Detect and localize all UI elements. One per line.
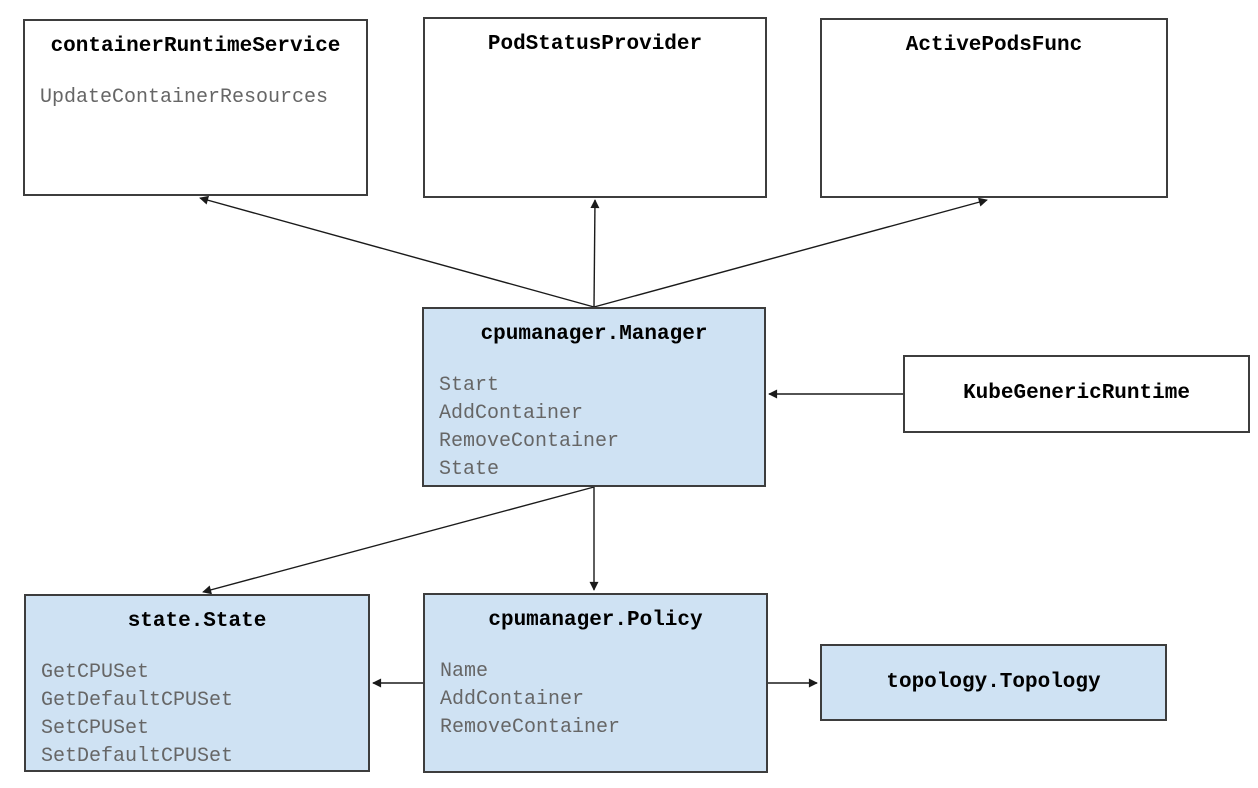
method-item: Start [439,374,500,397]
method-item: RemoveContainer [439,430,620,453]
method-item: GetCPUSet [41,661,150,684]
node-title: containerRuntimeService [50,35,341,58]
method-item: GetDefaultCPUSet [41,689,234,712]
method-item: UpdateContainerResources [40,86,329,109]
node-container-runtime-service: containerRuntimeService UpdateContainerR… [23,19,368,196]
edge-manager-to-container-runtime-service [199,195,595,308]
node-active-pods-func: ActivePodsFunc [820,18,1168,198]
node-title: PodStatusProvider [487,33,703,56]
node-method-list: Name AddContainer RemoveContainer [425,658,766,742]
method-item: State [439,458,500,481]
method-item: SetCPUSet [41,717,150,740]
method-item: SetDefaultCPUSet [41,745,234,768]
node-title: ActivePodsFunc [905,34,1083,57]
node-state-state: state.State GetCPUSet GetDefaultCPUSet S… [24,594,370,772]
edge-manager-to-pod-status-provider [590,199,600,308]
method-item: Name [440,660,489,683]
node-method-list: UpdateContainerResources [25,84,366,112]
method-item: RemoveContainer [440,716,621,739]
node-kube-generic-runtime: KubeGenericRuntime [903,355,1250,433]
node-title: state.State [127,610,267,633]
edge-manager-to-state [202,486,595,595]
edge-manager-to-active-pods-func [593,197,988,308]
node-title: cpumanager.Policy [488,609,703,632]
node-title: topology.Topology [886,670,1101,694]
node-cpumanager-manager: cpumanager.Manager Start AddContainer Re… [422,307,766,487]
method-item: AddContainer [439,402,584,425]
node-topology-topology: topology.Topology [820,644,1167,721]
node-pod-status-provider: PodStatusProvider [423,17,767,198]
node-title: KubeGenericRuntime [963,382,1190,405]
node-method-list: GetCPUSet GetDefaultCPUSet SetCPUSet Set… [26,659,368,771]
node-method-list: Start AddContainer RemoveContainer State [424,372,764,484]
node-title: cpumanager.Manager [480,323,708,346]
method-item: AddContainer [440,688,585,711]
node-cpumanager-policy: cpumanager.Policy Name AddContainer Remo… [423,593,768,773]
